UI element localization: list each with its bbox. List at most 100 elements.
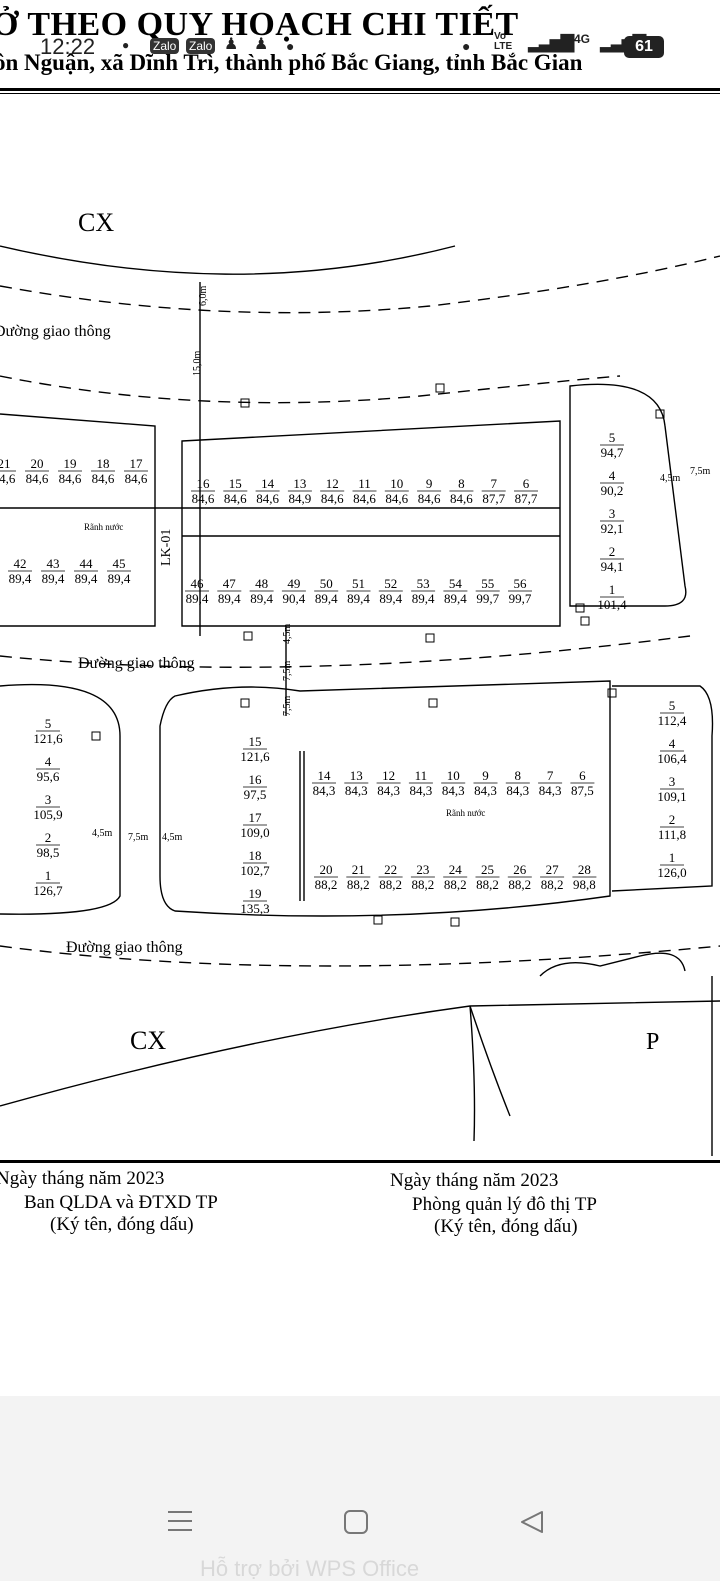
navigation-bar: Hỗ trợ bởi WPS Office: [0, 1396, 720, 1581]
lot-top_right-2[interactable]: 294,1: [600, 544, 624, 574]
right-note: (Ký tên, đóng dấu): [434, 1216, 578, 1237]
lot-top_left_upper-21[interactable]: 2184,6: [0, 456, 16, 486]
lot-bottom_mid_upper-7[interactable]: 784,3: [538, 768, 563, 798]
lot-area: 109,0: [240, 825, 269, 840]
powered-by-hint: Hỗ trợ bởi WPS Office: [200, 1556, 420, 1581]
lot-bottom_mid_upper-9[interactable]: 984,3: [473, 768, 498, 798]
lot-number: 4: [669, 736, 676, 751]
lot-number: 4: [45, 754, 52, 769]
lot-area: 84,6: [192, 491, 215, 506]
header-rule: [0, 88, 720, 91]
lot-bottom_left-2[interactable]: 298,5: [36, 830, 60, 860]
lot-bottom_mid_upper-8[interactable]: 884,3: [505, 768, 530, 798]
home-square-icon[interactable]: [342, 1508, 370, 1536]
lot-number: 20: [31, 456, 44, 471]
manhole-marker: [580, 616, 590, 626]
back-triangle-icon[interactable]: [518, 1508, 546, 1536]
lot-area: 84,9: [289, 491, 312, 506]
lot-top_mid_upper-6[interactable]: 687,7: [514, 476, 538, 506]
lot-top_right-3[interactable]: 392,1: [600, 506, 624, 536]
lot-area: 84,3: [539, 783, 562, 798]
lot-number: 12: [382, 768, 395, 783]
lot-area: 87,7: [515, 491, 538, 506]
lot-bottom_mid_upper-6[interactable]: 687,5: [570, 768, 595, 798]
lot-area: 84,3: [442, 783, 465, 798]
lot-bottom_left-4[interactable]: 495,6: [36, 754, 60, 784]
lot-number: 5: [669, 698, 676, 713]
lot-top_mid_upper-9[interactable]: 984,6: [417, 476, 442, 506]
manhole-marker: [607, 688, 617, 698]
planning-map[interactable]: 2184,62084,61984,61884,61784,64289,44389…: [0, 96, 720, 1162]
lot-number: 50: [320, 576, 333, 591]
lot-number: 15: [249, 734, 262, 749]
lot-top_right-4[interactable]: 490,2: [600, 468, 624, 498]
width-label: 7,5m: [128, 832, 149, 843]
signal-icon: ▂▃▅▇: [528, 32, 574, 52]
lot-top_mid_upper-7[interactable]: 787,7: [481, 476, 506, 506]
left-org: Ban QLDA và ĐTXD TP: [24, 1192, 218, 1213]
lot-top_right-5[interactable]: 594,7: [600, 430, 624, 460]
lot-top_mid_upper-8[interactable]: 884,6: [449, 476, 474, 506]
lot-area: 111,8: [658, 827, 686, 842]
alarm-icon: ●: [462, 38, 471, 54]
lot-number: 45: [113, 556, 126, 571]
menu-icon[interactable]: [166, 1508, 194, 1534]
lot-number: 49: [287, 576, 300, 591]
width-label: 4,5m: [162, 832, 183, 843]
